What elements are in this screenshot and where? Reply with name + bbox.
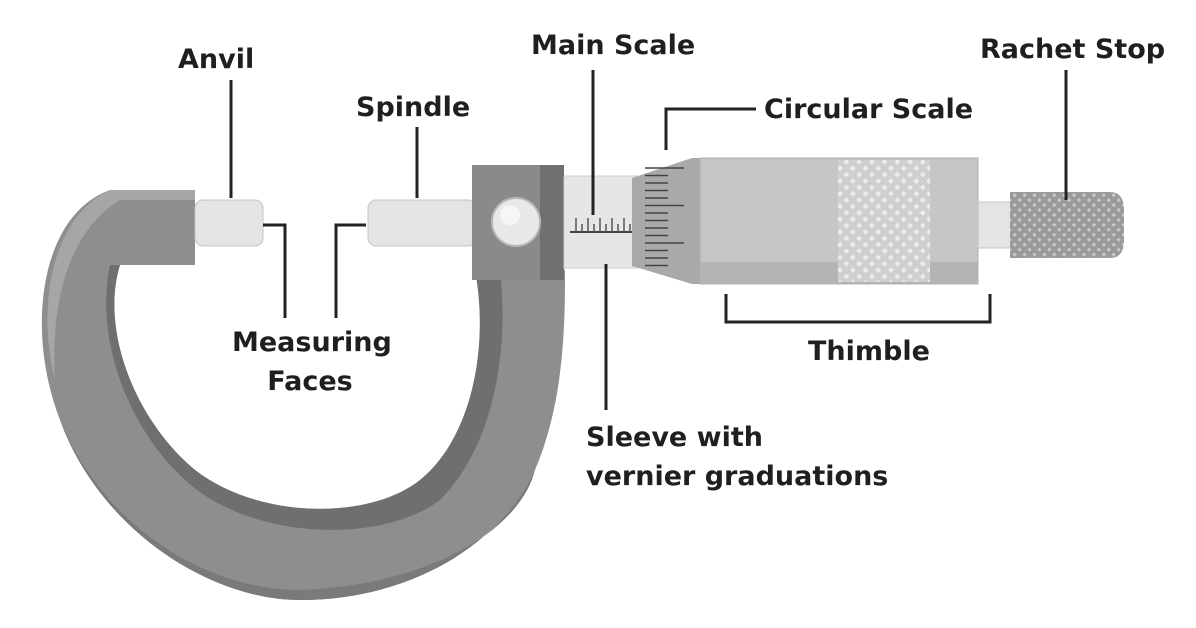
spindle-label: Spindle [356, 88, 470, 127]
circular-scale-label-text: Circular Scale [764, 94, 974, 125]
anvil-label-text: Anvil [178, 44, 255, 75]
spindle-shaft [367, 199, 477, 247]
thimble-knurl [838, 160, 930, 282]
anvil-label: Anvil [178, 40, 254, 79]
frame-head-side [540, 165, 564, 280]
measuring-faces-line-1: Measuring [232, 327, 392, 358]
sleeve-label-line-1: Sleeve with [586, 422, 763, 453]
rachet-stop-label: Rachet Stop [980, 30, 1165, 69]
sleeve-label: Sleeve with vernier graduations [586, 418, 888, 496]
measuring-faces-leader-spindle [334, 223, 366, 318]
circular-scale-label: Circular Scale [764, 90, 973, 129]
thimble-bracket [724, 294, 992, 324]
circular-scale [632, 158, 708, 284]
frame [41, 190, 566, 600]
measuring-faces-leader-anvil [263, 223, 287, 318]
anvil-shaft [194, 199, 264, 247]
ratchet-stop-knob [1010, 192, 1124, 258]
main-scale-label: Main Scale [531, 26, 695, 65]
leader-lines [229, 70, 1068, 410]
ratchet-shaft [977, 201, 1013, 249]
main-scale-label-text: Main Scale [531, 30, 696, 61]
spindle-label-text: Spindle [356, 92, 471, 123]
thimble-label: Thimble [808, 332, 930, 371]
rachet-stop-label-text: Rachet Stop [980, 34, 1166, 65]
sleeve-label-line-2: vernier graduations [586, 461, 889, 492]
measuring-faces-line-2: Faces [267, 366, 353, 397]
measuring-faces-label: Measuring Faces [232, 323, 392, 401]
circular-scale-graduations [645, 167, 684, 267]
lock-knob-highlight [500, 205, 520, 225]
circular-scale-leader [664, 107, 756, 150]
thimble-label-text: Thimble [808, 336, 930, 367]
